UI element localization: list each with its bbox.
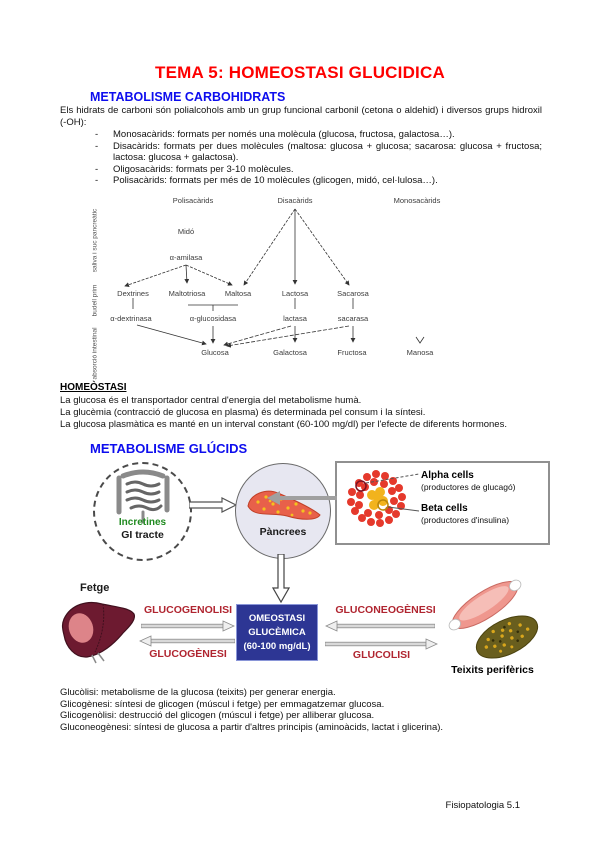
teixits-periferics-label: Teixits perifèrics [451, 664, 534, 676]
arrow-gi-to-pancreas-icon [189, 497, 237, 513]
node-manosa: Manosa [406, 348, 434, 357]
diagram-col-polisacarids: Polisacàrids [172, 196, 214, 205]
node-fructosa: Fructosa [337, 348, 367, 357]
node-maltosa: Maltosa [224, 289, 252, 298]
diagram-col-disacarids: Disacàrids [277, 196, 313, 205]
list-item: Monosacàrids: formats per només una molè… [95, 129, 542, 141]
node-maltotriosa: Maltotriosa [168, 289, 206, 298]
homeostasi-line-3: La glucosa plasmàtica es manté en un int… [60, 419, 507, 430]
gluconeogenesi-label: GLUCONEOGÈNESI [335, 604, 436, 616]
fetge-label: Fetge [80, 582, 110, 594]
arrow-left-glucogenesi-icon [139, 635, 235, 647]
alpha-cells-title: Alpha cells [421, 470, 474, 481]
node-lactosa: Lactosa [281, 289, 309, 298]
digestion-diagram-lines [124, 208, 425, 348]
incretines-label: Incretines [118, 517, 167, 528]
node-dextrines: Dextrines [117, 289, 149, 298]
carbo-intro: Els hidrats de carboni són polialcohols … [60, 105, 542, 128]
glucogenesi-label: GLUCOGÈNESI [149, 648, 227, 660]
peripheral-tissues-icon [448, 579, 539, 659]
glucogenolisi-label: GLUCOGENOLISI [143, 604, 233, 616]
node-dextrinasa: α-dextrinasa [110, 314, 152, 323]
arrow-right-glucolisi-icon [325, 638, 438, 650]
alpha-cells-subtitle: (productores de glucagó) [421, 482, 516, 492]
digestion-diagram: Polisacàrids Disacàrids Monosacàrids sal… [80, 196, 535, 380]
gi-tracte-label: GI tracte [121, 529, 164, 541]
page-title: TEMA 5: HOMEOSTASI GLUCIDICA [155, 63, 445, 82]
homeostasis-box-line-3: (60-100 mg/dL) [243, 641, 311, 652]
definition-glicogenesi: Glicogènesi: síntesi de glicogen (múscul… [60, 698, 385, 710]
definition-gluconeogenesi: Gluconeogènesi: síntesi de glucosa a par… [60, 722, 444, 734]
gi-tract-circle: Incretines GI tracte [93, 462, 192, 561]
node-glucosa: Glucosa [201, 348, 229, 357]
definitions-block: Glucòlisi: metabolisme de la glucosa (te… [60, 687, 542, 734]
homeostasis-box-line-2: GLUCÈMICA [248, 627, 306, 638]
homeostasis-box-line-1: OMEOSTASI [248, 613, 306, 624]
islet-icon [347, 470, 420, 527]
intestines-icon [116, 469, 170, 524]
node-amilasa: α-amilasa [169, 253, 203, 262]
node-lactasa: lactasa [283, 314, 307, 323]
node-mido: Midó [177, 227, 195, 236]
node-galactosa: Galactosa [273, 348, 307, 357]
list-item: Oligosacàrids: formats per 3-10 molècule… [95, 164, 542, 176]
arrow-islet-to-pancreas-icon [267, 491, 337, 505]
section-heading-carbohidrats: METABOLISME CARBOHIDRATS [90, 90, 286, 104]
arrow-right-glucogenolisi-icon [141, 620, 235, 632]
node-sacarasa: sacarasa [337, 314, 369, 323]
beta-cells-subtitle: (productores d'insulina) [421, 515, 510, 525]
liver-icon [61, 601, 136, 664]
pancrees-label: Pàncrees [259, 526, 307, 538]
page-footer: Fisiopatologia 5.1 [445, 800, 520, 811]
definition-glicogenolisi: Glicogenòlisi: destrucció del glicogen (… [60, 710, 375, 722]
node-sacarosa: Sacarosa [337, 289, 369, 298]
pancreas-icon [247, 490, 321, 520]
list-item: Polisacàrids: formats per més de 10 molè… [95, 175, 542, 187]
section-heading-glucids: METABOLISME GLÚCIDS [90, 441, 248, 456]
homeostasi-heading: HOMEÒSTASI [60, 382, 127, 393]
arrow-left-gluconeogenesi-icon [325, 620, 435, 632]
homeostasi-line-2: La glucèmia (contracció de glucosa en pl… [60, 407, 426, 418]
carbo-bullet-list: Monosacàrids: formats per només una molè… [95, 129, 542, 187]
homeostasis-box: OMEOSTASI GLUCÈMICA (60-100 mg/dL) [236, 604, 318, 661]
arrow-pancreas-to-homeostasis-icon [272, 554, 290, 604]
islet-cells-box: Alpha cells (productores de glucagó) Bet… [335, 461, 550, 545]
diagram-col-monosacarids: Monosacàrids [393, 196, 441, 205]
definition-glucolisi: Glucòlisi: metabolisme de la glucosa (te… [60, 687, 336, 698]
list-item: Disacàrids: formats per dues molècules (… [95, 141, 542, 164]
beta-cells-title: Beta cells [421, 503, 468, 514]
pancreas-circle: Pàncrees [235, 463, 331, 559]
glucolisi-label: GLUCOLISI [352, 649, 411, 661]
node-glucosidasa: α-glucosidasa [189, 314, 237, 323]
homeostasi-line-1: La glucosa és el transportador central d… [60, 395, 362, 406]
